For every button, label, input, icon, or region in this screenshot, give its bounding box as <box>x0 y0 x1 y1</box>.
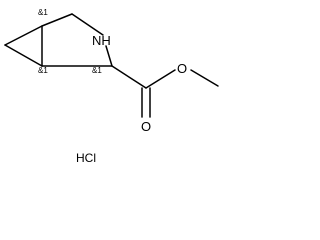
chemical-structure: NH O O &1 &1 &1 HCl <box>4 8 219 165</box>
bond-c6-c1 <box>4 25 43 46</box>
bond-o-methyl <box>190 69 219 87</box>
salt-label: HCl <box>76 151 96 165</box>
nitrogen-label: NH <box>92 33 111 48</box>
stereo-label-c1: &1 <box>38 8 48 17</box>
bond-n3-c4 <box>105 45 113 67</box>
bond-c1-c2 <box>41 13 73 27</box>
stereo-label-c3: &1 <box>92 66 102 75</box>
bond-carbonyl-o-single <box>145 69 176 89</box>
stereo-label-c5: &1 <box>38 66 48 75</box>
bond-c4-carbonyl <box>111 65 147 89</box>
ester-oxygen-label: O <box>177 61 187 76</box>
bond-c2-n3 <box>71 13 104 36</box>
bond-c6-c5 <box>4 44 43 67</box>
carbonyl-oxygen-label: O <box>141 119 151 134</box>
